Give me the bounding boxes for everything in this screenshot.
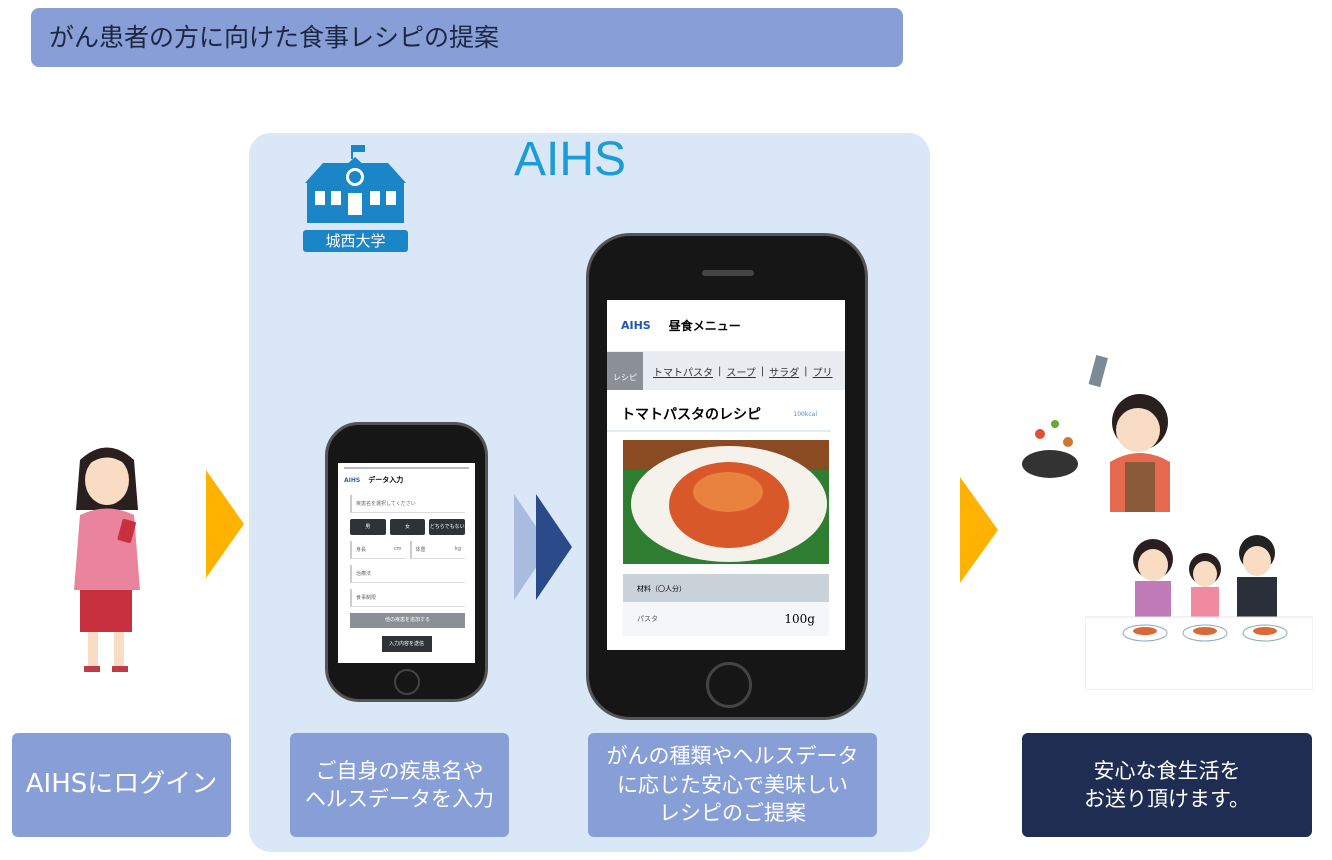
recipe-screen: AIHS 昼食メニュー レシピ トマトパスタ| スープ| サラダ| プリ トマト… (607, 300, 845, 650)
step-recipe-proposal: がんの種類やヘルスデータ に応じた安心で美味しい レシピのご提案 (588, 733, 877, 837)
add-disease-button[interactable]: 他の疾患を追加する (350, 613, 465, 628)
other-button[interactable]: どちらでもない (429, 519, 466, 535)
restriction-select[interactable]: 食事制限 (350, 589, 465, 607)
recipe-title: トマトパスタのレシピ (621, 407, 761, 423)
tab-soup[interactable]: スープ (726, 367, 756, 379)
arrow-right-icon (960, 477, 998, 583)
tab-tomato-pasta[interactable]: トマトパスタ (653, 367, 713, 379)
submit-button[interactable]: 入力内容を送信 (381, 636, 432, 652)
female-button[interactable]: 女 (389, 519, 426, 535)
step-label: AIHSにログイン (25, 769, 218, 800)
person-with-phone-illustration (62, 440, 152, 680)
disease-select[interactable]: 疾患名を選択してください (350, 495, 465, 513)
treatment-select[interactable]: 治療法 (350, 565, 465, 583)
aihs-heading: AIHS (513, 133, 627, 186)
recipe-tab-icon[interactable]: レシピ (607, 352, 643, 390)
ingredient-row: パスタ 100g (623, 602, 829, 636)
arrow-right-icon (206, 470, 244, 578)
family-dinner-illustration (1084, 525, 1314, 691)
step-label: ご自身の疾患名や ヘルスデータを入力 (305, 758, 494, 811)
page-title: がん患者の方に向けた食事レシピの提案 (31, 8, 903, 67)
double-arrow-icon (514, 494, 572, 600)
screen-header: 昼食メニュー (668, 319, 741, 333)
step-input-health-data: ご自身の疾患名や ヘルスデータを入力 (290, 733, 509, 837)
university-label: 城西大学 (303, 230, 408, 252)
step-label: 安心な食生活を お送り頂けます。 (1084, 758, 1250, 811)
step-safe-diet: 安心な食生活を お送り頂けます。 (1022, 733, 1312, 837)
small-phone: AIHS データ入力 疾患名を選択してください 男 女 どちらでもない 身長 c… (325, 422, 488, 702)
aihs-logo: AIHS (621, 319, 651, 332)
height-input[interactable]: 身長 cm (350, 541, 406, 559)
pasta-photo (623, 440, 829, 564)
step-login: AIHSにログイン (12, 733, 231, 837)
speaker (702, 270, 754, 276)
cooking-woman-illustration (1020, 352, 1180, 512)
aihs-logo: AIHS (344, 476, 361, 484)
weight-input[interactable]: 体重 kg (409, 541, 465, 559)
ingredients-header: 材料（〇人分） (623, 574, 829, 602)
tab-pudding[interactable]: プリ (812, 367, 833, 379)
screen-header: データ入力 (368, 476, 404, 484)
data-entry-screen: AIHS データ入力 疾患名を選択してください 男 女 どちらでもない 身長 c… (338, 463, 475, 663)
school-building-icon: 城西大学 (303, 143, 408, 252)
large-phone: AIHS 昼食メニュー レシピ トマトパスタ| スープ| サラダ| プリ トマト… (586, 233, 868, 720)
kcal-badge: 100kcal (793, 410, 817, 418)
male-button[interactable]: 男 (350, 519, 386, 535)
tab-salad[interactable]: サラダ (769, 367, 800, 379)
home-button (706, 662, 752, 708)
step-label: がんの種類やヘルスデータ に応じた安心で美味しい レシピのご提案 (606, 744, 859, 826)
home-button (394, 669, 420, 695)
